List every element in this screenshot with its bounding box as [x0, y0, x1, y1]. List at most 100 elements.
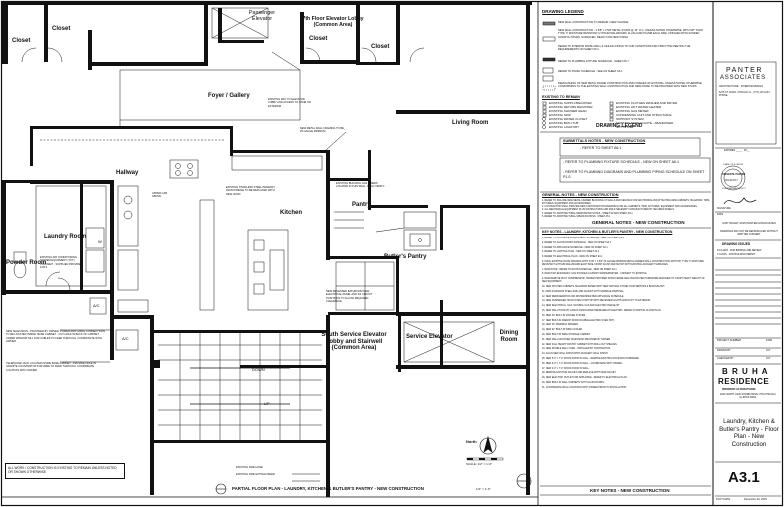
key-note-item: 23. NEW DOUBLE WALL OVEN - INSTALLED BY …: [542, 348, 611, 351]
room-passenger-elevator: Passenger Elevator: [248, 10, 276, 22]
note-south: NEW RECESSED BATHROOM NEW ELECTRICAL PAN…: [326, 290, 373, 303]
remain-right-6: EXISTING FINISH CHUTE - ABANDONED: [616, 121, 674, 125]
general-note-2: 2. CONTRACTOR SHALL PROVIDE NEW CONSTRUC…: [542, 206, 698, 208]
note-gas-risers: EXISTING BUILDING GAS RISERS LOCATED IN …: [336, 182, 385, 189]
room-living: Living Room: [452, 120, 489, 126]
remain-item-6: EXISTING BATH TUB: [549, 121, 579, 125]
general-note-1: 1. REFER TO INCLUDE NEW METAL FRAMED BLO…: [542, 200, 710, 205]
remain-item-7: EXISTING LAVATORY: [549, 125, 580, 129]
note-metal-framing: NEW METAL WALL FRAMING TO BE 25 GAUGE MI…: [300, 127, 344, 134]
firm-tagline: ARCHITECTURE · INTERIOR DESIGN: [719, 85, 764, 88]
key-note-item: 30. NEW BUILT-IN WALL CABINETS WITH GLAS…: [542, 381, 605, 384]
sheet-title: Laundry, Kitchen & Butler's Pantry - Flo…: [719, 418, 779, 448]
stair-down-label: DOWN: [252, 367, 265, 372]
plumbing-line-2: - REFER TO PLUMBING DIAGRAMS AND PLUMBIN…: [563, 170, 705, 179]
key-note-item: 13. NEW SUSPENDED HOOD OVER COOKTOP WITH…: [542, 300, 651, 303]
key-note-item: 22. NEW FULL HEIGHT PANTRY CABINET WITH …: [542, 343, 618, 346]
key-note-item: 31. COORDINATE FINAL LOCATIONS WITH OWNE…: [542, 386, 627, 389]
key-note-item: 12. NEW REFRIGERATOR AND DISHWASHER PER …: [542, 295, 624, 298]
key-note-item: 11. NEW STAINLESS STEEL SINK AND FAUCET …: [542, 290, 625, 293]
room-powder: Powder Room: [6, 260, 47, 266]
submittals-title: SUBMITTALS NOTES - NEW CONSTRUCTION: [563, 139, 646, 143]
note-fire-extinguisher: EXISTING FIRE EXTINGUISHER: [236, 473, 275, 476]
remain-item-2: EXISTING RETURN REGISTER: [549, 105, 593, 109]
disclaimer-text: ALL WORK / CONSTRUCTION IS EXISTING TO R…: [8, 466, 117, 475]
key-note-item: 8. NEW HIGH EFFICIENCY GAS STACKED LAUND…: [542, 273, 648, 276]
room-kitchen: Kitchen: [280, 210, 303, 216]
stair-up-label: UP: [264, 401, 270, 406]
note-hood: EXISTING STAINLESS STEEL PENDANT FROM FR…: [226, 186, 275, 196]
key-notes-footer: KEY NOTES - NEW CONSTRUCTION: [590, 488, 670, 493]
project-number-label: PROJECT NUMBER: [717, 339, 742, 342]
key-note-item: 5. REFER TO ELECTRICAL PLAN - NEW ON SHE…: [542, 256, 603, 259]
remain-right-1: EXISTING CLOTHES WASHER AND DRYER: [616, 101, 678, 105]
room-dining: Dining Room: [499, 330, 519, 343]
note-ac-system: EXISTING AIR CONDITIONING SYSTEM EQUIPME…: [40, 256, 83, 269]
plumbing-line-1: - REFER TO PLUMBING FIXTURE SCHEDULE - N…: [563, 160, 680, 164]
note-door-lobby: EXISTING WAY TO ELEVATOR LOBBY AND ACCES…: [268, 98, 311, 108]
key-note-item: 25. NEW 5'-0" x 7'-0" WOOD DOOR IN WALL …: [542, 357, 640, 360]
remain-right-5: SUPPORT SYSTEM: [616, 117, 644, 121]
client-name-1: B R U H A: [722, 367, 769, 376]
client-sub: INTERIOR ALTERATIONS: [722, 387, 756, 391]
key-note-item: 10. NEW KITCHEN CABINETS, MILLWORK BASED…: [542, 285, 665, 288]
room-south-lobby: South Service Elevator Lobby and Stairwe…: [321, 332, 387, 351]
key-note-item: 6. INFILL EXISTING DOOR OPENING WITH 3 5…: [542, 260, 704, 266]
plot-date-label: PLOT DATE: [716, 498, 731, 501]
legend-item-6: DEMOLISHING OF NEW METAL FRAME CONSTRUCT…: [558, 82, 703, 89]
disclaimer-box: ALL WORK / CONSTRUCTION IS EXISTING TO R…: [5, 463, 125, 479]
key-note-item: 26. NEW 6'-0" x 7'-0" WOOD DOOR IN WALL …: [542, 362, 623, 365]
key-note-item: 24. ALIGN NEW WALL FINISH WITH ADJACENT …: [542, 353, 609, 356]
seal-architect: STEVEN M. PANTER: [722, 173, 746, 176]
key-note-item: 1. REFER TO APPLIANCE & EQUIPMENT SCHEDU…: [542, 237, 625, 239]
client-address: 1160 NORTH LAKE SHORE DRIVE, #7N CHICAGO…: [719, 393, 777, 399]
key-note-item: 4. REFER TO LIGHTING PLAN - NEW ON SHEET…: [542, 251, 600, 254]
drawing-legend-label: DRAWING LEGEND: [596, 123, 643, 129]
legend-item-4: REFER TO PLUMBING FIXTURE SCHEDULE - SHE…: [558, 60, 629, 63]
key-note-item: 7. NEW DOOR - REFER TO DOOR SCHEDULE - N…: [542, 268, 617, 271]
key-note-item: 19. NEW 24" BUILT-IN WINE COOLER.: [542, 329, 583, 332]
key-note-item: 20. NEW BUILT-IN WINE STORAGE CABINET.: [542, 333, 591, 336]
room-closet-3: Closet: [309, 36, 328, 42]
issued-label: DRAWING ISSUED: [722, 242, 751, 246]
drawn-by-label: DRAWN BY: [717, 349, 731, 352]
key-note-item: 29. NEW ELECTRIC OUTLET FOR APPLIANCE - …: [542, 377, 628, 380]
key-notes-list: 1. REFER TO APPLIANCE & EQUIPMENT SCHEDU…: [542, 237, 710, 483]
general-notes-title: GENERAL NOTES - NEW CONSTRUCTION: [542, 193, 619, 197]
issue-2: 7-9-2015 · FOR BUILDING PERMIT: [717, 253, 756, 256]
room-pantry: Pantry: [352, 202, 371, 208]
key-note-item: 3. REFER TO APPLIANCE SCHEDULE - NEW ON …: [542, 246, 608, 249]
project-number: 1508: [766, 339, 772, 342]
checked-by: S.P.: [766, 357, 771, 360]
north-label: North: [466, 439, 477, 444]
submittals-line: - REFER TO SHEET A6.1: [580, 146, 622, 150]
key-note-item: 18. NEW 30" WARMING DRAWER.: [542, 324, 579, 327]
note-upper-cab: UPPER CAB ABOVE: [152, 192, 167, 199]
legend-item-3: REFER TO INTERIOR FINISH WALL & CEILING …: [558, 45, 691, 52]
remain-right-4: CONDENSING UNIT AND STRUCTURAL: [616, 113, 673, 117]
firm-name-1: PANTER: [726, 67, 763, 74]
room-closet-4: Closet: [371, 44, 390, 50]
general-note-5: 5. REFER TO ARCHITECTURAL SPECIFICATIONS…: [542, 216, 611, 218]
copyright: COPYRIGHT 2015 PANTER ASSOCIATES: [722, 221, 776, 225]
remain-right-7: NOT IN USE: [616, 125, 634, 129]
firm-address: 5275 ST. ROAD, CHICAGO IL · (773) 123 12…: [719, 91, 770, 97]
note-telephone: TELEPHONE JACK LOCATED INSIDE BASE CABIN…: [6, 362, 96, 372]
plan-title: PARTIAL FLOOR PLAN - LAUNDRY, KITCHEN & …: [232, 486, 424, 491]
legend-title: DRAWING LEGEND: [542, 9, 584, 14]
tag-ac-unit: A/C: [122, 336, 129, 341]
copyright-sub: DRAWINGS MAY NOT BE REPRODUCED WITHOUT W…: [720, 230, 778, 236]
sheet-number: A3.1: [728, 469, 760, 486]
remain-right-3: EXISTING GAS METER: [616, 109, 649, 113]
key-note-item: 17. NEW BUILT-IN FRENCH DOOR DOUBLE ELEC…: [542, 319, 615, 322]
key-note-item: 2. REFER TO FLOOR FINISH SCHEDULE - NEW …: [542, 241, 611, 244]
key-note-item: 9. NEW REMOTE DUCT COMPRESSOR, OWNER PRO…: [542, 278, 705, 284]
seal-licensed: LICENSED ARCHITECT: [722, 188, 746, 190]
plan-scale: 1/2" = 1'-0": [476, 487, 491, 491]
key-note-item: 27. NEW 4'-0" x 7'-0" WOOD DOOR IN WALL.: [542, 367, 590, 370]
room-butlers-pantry: Butler's Pantry: [384, 254, 427, 260]
signature-label: SIGNATURE: [717, 207, 731, 210]
tag-elevator: E: [440, 311, 443, 316]
remain-title: EXISTING TO REMAIN: [542, 95, 580, 99]
